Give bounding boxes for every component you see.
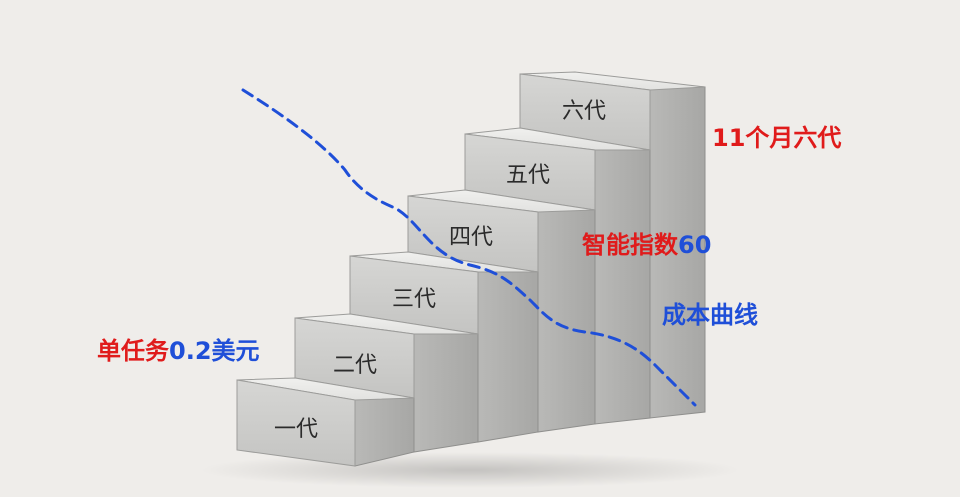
step-2 — [294, 313, 479, 453]
step-5 — [464, 127, 651, 425]
cost-curve-label: 成本曲线 — [662, 301, 758, 329]
step-label-4: 四代 — [449, 225, 493, 250]
task-cost-value: 0.2美元 — [169, 337, 260, 365]
task-cost-label: 单任务0.2美元 — [97, 331, 260, 366]
step-label-3: 三代 — [392, 287, 436, 312]
task-cost-text: 单任务 — [97, 337, 169, 365]
intelligence-index-value: 60 — [678, 231, 712, 259]
step-4 — [407, 189, 596, 433]
cost-curve-line — [241, 88, 697, 407]
timeline-label: 11个月六代 — [712, 124, 842, 152]
floor-shadow — [200, 452, 740, 488]
step-label-1: 一代 — [274, 417, 318, 442]
step-label-2: 二代 — [333, 353, 377, 378]
step-label-6: 六代 — [562, 99, 606, 124]
intelligence-index-text: 智能指数 — [582, 231, 678, 259]
step-1 — [236, 377, 415, 467]
step-label-5: 五代 — [506, 163, 550, 188]
step-6 — [519, 71, 706, 419]
intelligence-index-label: 智能指数60 — [582, 225, 711, 260]
